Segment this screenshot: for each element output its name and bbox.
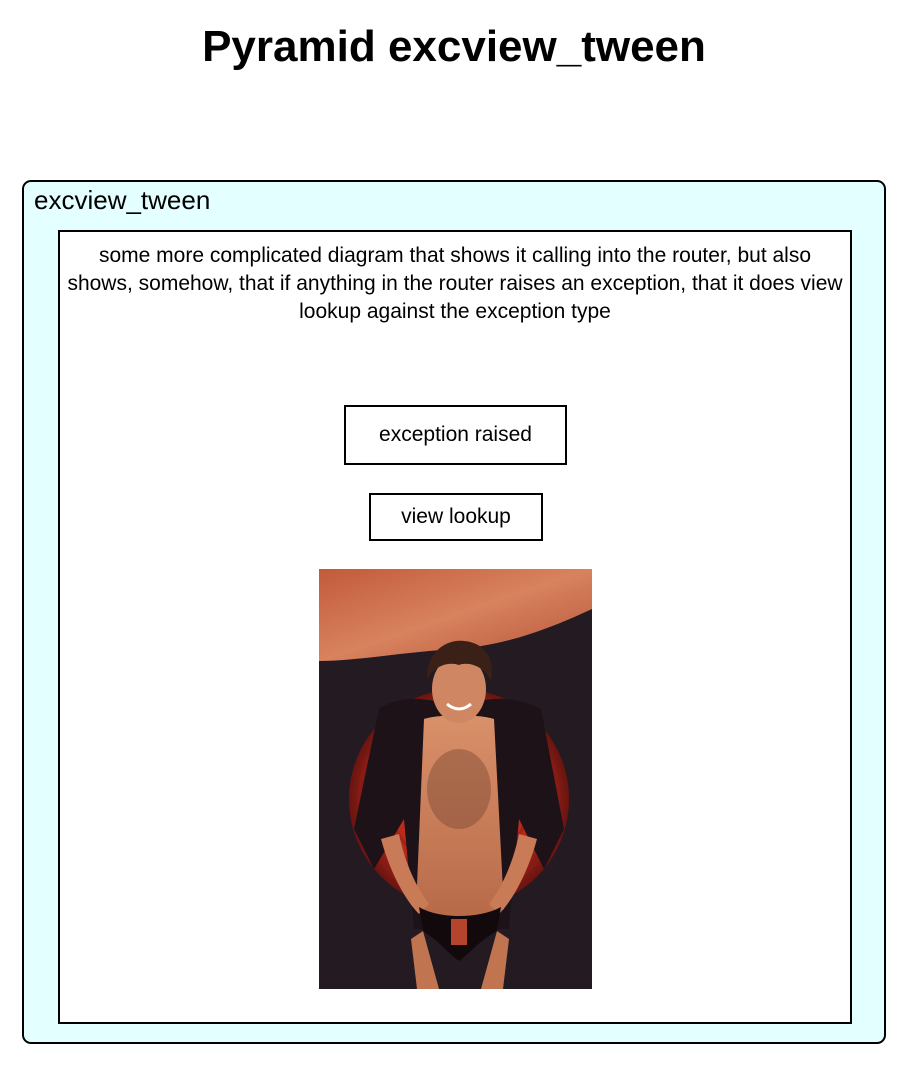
exception-raised-label: exception raised xyxy=(379,423,532,446)
diagram-panel: some more complicated diagram that shows… xyxy=(58,230,852,1024)
container-label: excview_tween xyxy=(34,185,211,215)
view-lookup-box: view lookup xyxy=(369,493,543,541)
photo-image xyxy=(319,569,592,989)
diagram-description: some more complicated diagram that shows… xyxy=(67,244,843,323)
excview-tween-container: excview_tween some more complicated diag… xyxy=(22,180,886,1044)
view-lookup-label: view lookup xyxy=(401,505,511,528)
page-title: Pyramid excview_tween xyxy=(202,22,706,71)
exception-raised-box: exception raised xyxy=(344,405,567,465)
